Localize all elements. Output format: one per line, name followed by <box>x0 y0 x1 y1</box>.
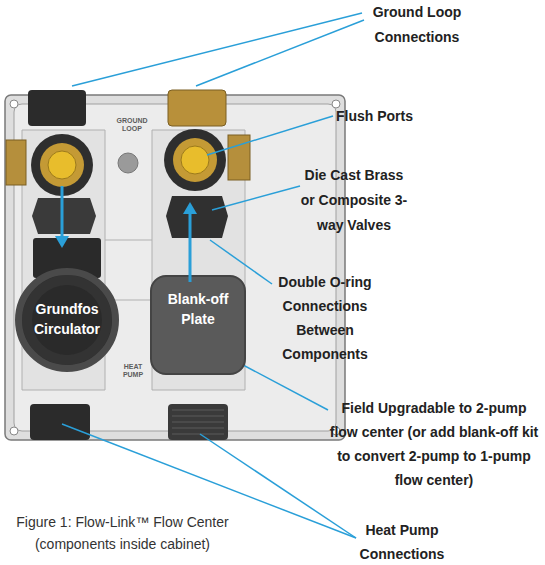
circulator-circle: Grundfos Circulator <box>15 268 119 372</box>
plate-inner <box>14 104 336 431</box>
callout-label: Ground Loop Connections <box>352 0 482 50</box>
blank-off-plate: Blank-off Plate <box>150 275 246 375</box>
valve-nut <box>32 198 96 234</box>
black-fitting <box>30 404 90 440</box>
port-ring <box>164 129 226 191</box>
port-plug <box>181 146 209 174</box>
chamber-outline <box>105 240 152 300</box>
brass-stub <box>228 135 250 180</box>
flow-arrow-shaft <box>61 186 64 238</box>
callout-label: Field Upgradable to 2-pump flow center (… <box>326 396 542 492</box>
threaded-fitting <box>168 404 228 440</box>
callout-label: Flush Ports <box>336 104 446 128</box>
flush-ports <box>31 129 226 196</box>
three-way-valves <box>32 196 228 238</box>
port-cap <box>173 138 217 182</box>
port-cap <box>40 143 84 187</box>
callout-label: Double O-ring Connections Between Compon… <box>266 270 384 366</box>
embossed-text: HEAT PUMP <box>117 363 149 379</box>
mount-hole <box>10 427 18 435</box>
flow-center-body: GROUND LOOP HEAT PUMP Grundfos Circulator B… <box>5 95 345 440</box>
plate-body <box>5 95 345 440</box>
port-plug <box>48 151 76 179</box>
brass-fitting <box>168 90 226 126</box>
flow-arrow-shaft <box>189 212 192 282</box>
center-boss <box>118 153 138 173</box>
brass-stub <box>6 140 26 185</box>
valve-nut <box>166 196 228 238</box>
mount-hole <box>332 100 340 108</box>
figure-caption: Figure 1: Flow-Link™ Flow Center (compon… <box>15 511 230 555</box>
mount-hole <box>10 100 18 108</box>
black-fitting <box>28 90 86 126</box>
embossed-text: GROUND LOOP <box>110 117 154 133</box>
component-label: Blank-off Plate <box>152 289 244 329</box>
leader-line <box>212 186 300 210</box>
flow-arrow-head <box>183 202 197 214</box>
callout-label: Heat Pump Connections <box>346 518 458 565</box>
thread-lines <box>172 410 224 434</box>
leader-line <box>72 13 362 86</box>
callout-label: Die Cast Brass or Composite 3-way Valves <box>298 163 410 238</box>
leader-line <box>207 116 333 155</box>
port-ring <box>31 134 93 196</box>
flow-arrow-head <box>55 236 69 248</box>
mounting-plate <box>5 95 345 440</box>
heat-pump-fittings <box>30 404 228 440</box>
leader-line <box>196 20 364 86</box>
component-label: Grundfos Circulator <box>22 299 112 339</box>
